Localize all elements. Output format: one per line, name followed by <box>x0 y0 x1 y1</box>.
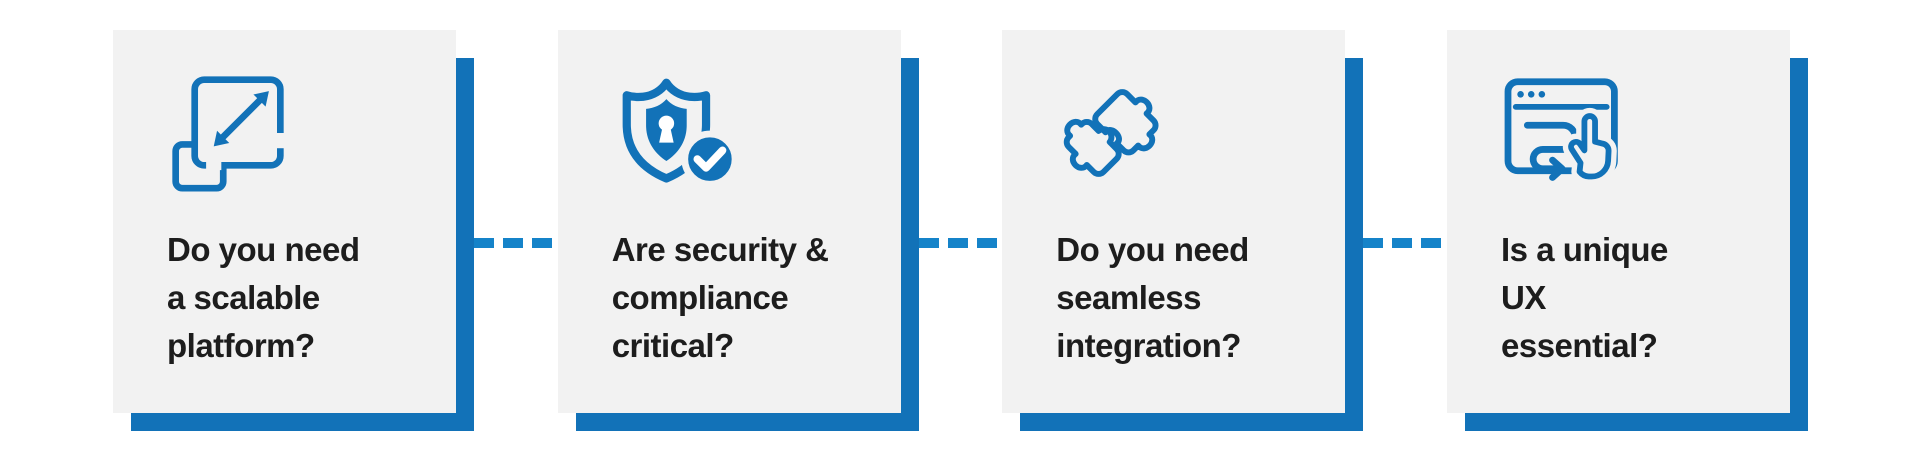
question-line: platform? <box>167 327 315 364</box>
card-security-compliance: Are security & compliance critical? <box>557 30 919 431</box>
card-face: Do you need seamless integration? <box>1002 30 1346 413</box>
question-line: Do you need <box>1056 231 1249 268</box>
shield-check-icon <box>612 74 883 196</box>
question-text: Do you need a scalable platform? <box>167 226 438 370</box>
card-seamless-integration: Do you need seamless integration? <box>1002 30 1364 431</box>
question-text: Are security & compliance critical? <box>612 226 883 370</box>
card-face: Do you need a scalable platform? <box>113 30 456 413</box>
dashed-connector <box>919 238 1003 248</box>
question-line: essential? <box>1501 327 1658 364</box>
question-line: Is a unique <box>1501 231 1668 268</box>
card-unique-ux: Is a unique UX essential? <box>1447 30 1808 431</box>
card-face: Is a unique UX essential? <box>1447 30 1790 413</box>
question-line: UX <box>1501 279 1546 316</box>
question-text: Do you need seamless integration? <box>1056 226 1327 370</box>
cards-row: Do you need a scalable platform? <box>113 30 1808 431</box>
puzzle-pieces-icon <box>1056 74 1327 196</box>
question-line: a scalable <box>167 279 320 316</box>
question-line: integration? <box>1056 327 1241 364</box>
card-scalable-platform: Do you need a scalable platform? <box>113 30 474 431</box>
card-face: Are security & compliance critical? <box>557 30 901 413</box>
question-line: Do you need <box>167 231 360 268</box>
dashed-connector <box>1363 238 1447 248</box>
question-line: seamless <box>1056 279 1201 316</box>
question-line: compliance <box>611 279 789 316</box>
dashed-connector <box>474 238 558 248</box>
ux-pointer-icon <box>1501 74 1772 196</box>
question-text: Is a unique UX essential? <box>1501 226 1772 370</box>
question-line: critical? <box>611 327 735 364</box>
question-line: Are security & <box>611 231 829 268</box>
scale-expand-icon <box>167 74 438 196</box>
